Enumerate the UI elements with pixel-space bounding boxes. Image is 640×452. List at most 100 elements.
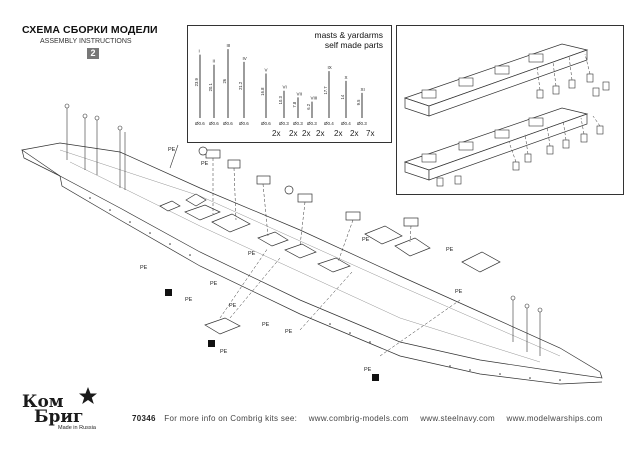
step-number-badge: 2 xyxy=(87,48,99,59)
porthole-row xyxy=(89,197,561,381)
mast-numeral: X xyxy=(345,75,348,80)
mast-length-label: 10.3 xyxy=(278,96,283,105)
mast-diameter-label: Ø0.3 xyxy=(293,121,303,126)
deckhouse-detail-drawing xyxy=(403,43,610,187)
assembly-leader-lines xyxy=(212,158,461,357)
deckhouse-detail-panel xyxy=(396,25,624,195)
footer-link[interactable]: www.steelnavy.com xyxy=(420,414,495,423)
aft-deckhouse-2 xyxy=(394,237,431,257)
vent-part xyxy=(297,193,313,203)
title-russian: СХЕМА СБОРКИ МОДЕЛИ xyxy=(22,24,158,36)
mast-quantity-label: 2x xyxy=(272,129,280,138)
mast-pins xyxy=(66,108,541,356)
mast-ii: II 20.1Ø0.6 xyxy=(208,59,219,126)
funnel-base-2 xyxy=(284,243,317,259)
funnel-base-3 xyxy=(317,257,351,273)
detail-small-parts xyxy=(436,73,610,187)
footer-info-text: For more info on Combrig kits see: xyxy=(164,414,298,423)
mast-quantity-label: 2x xyxy=(302,129,310,138)
pe-label: PE xyxy=(220,349,228,355)
mast-length-label: 14 xyxy=(340,94,345,99)
mast-v: V 16.8Ø0.6 xyxy=(260,67,271,126)
mast-numeral: I xyxy=(199,49,200,54)
mast-numeral: V xyxy=(265,67,268,72)
mast-quantity-label: 2x xyxy=(289,129,297,138)
mast-diameter-label: Ø0.6 xyxy=(209,121,219,126)
mast-quantity-label: 2x xyxy=(350,129,358,138)
pe-label: PE xyxy=(364,367,372,373)
funnel-cap-2 xyxy=(227,159,241,169)
pe-label: PE xyxy=(285,329,293,335)
aft-gun-mount xyxy=(461,251,501,273)
bridge-deck xyxy=(211,213,251,233)
mast-numeral: II xyxy=(213,59,216,64)
mast-diameter-label: Ø0.6 xyxy=(223,121,233,126)
mast-quantity-label: 7x xyxy=(366,129,374,138)
mast-numeral: VII xyxy=(297,91,303,96)
mast-tops xyxy=(64,103,543,313)
pe-label: PE xyxy=(248,251,256,257)
boat-part xyxy=(185,193,207,207)
aft-deckhouse xyxy=(364,225,403,245)
mast-numeral: VIII xyxy=(311,96,318,101)
mast-length-label: 26 xyxy=(222,78,227,83)
pe-labels: PE PE PE PE PE PE PE PE PE PE PE PE PE P… xyxy=(140,147,463,373)
mast-diameter-label: Ø0.3 xyxy=(279,121,289,126)
pe-label: PE xyxy=(201,161,209,167)
pe-label: PE xyxy=(210,281,218,287)
funnel-cap-3 xyxy=(256,175,271,185)
mast-length-label: 20.1 xyxy=(208,83,213,92)
mast-numeral: IV xyxy=(243,56,247,61)
mast-diameter-label: Ø0.4 xyxy=(341,121,351,126)
pe-label: PE xyxy=(362,237,370,243)
forward-gun xyxy=(159,200,181,212)
masts-panel-title: masts & yardarms self made parts xyxy=(314,30,384,50)
mast-length-label: 9.5 xyxy=(356,99,361,105)
detached-platform xyxy=(204,317,241,335)
pe-label: PE xyxy=(168,147,176,153)
searchlight-2 xyxy=(284,185,294,195)
funnel-base-1 xyxy=(257,231,289,247)
deck-part-2 xyxy=(403,217,419,227)
mast-diameter-label: Ø0.3 xyxy=(307,121,317,126)
kit-code: 70346 xyxy=(132,414,156,423)
detail-leader-lines xyxy=(508,53,601,163)
funnel-cap-1 xyxy=(205,149,221,159)
title-english: ASSEMBLY INSTRUCTIONS xyxy=(40,38,132,45)
mast-quantity-label: 2x xyxy=(334,129,342,138)
mast-length-label: 21.2 xyxy=(238,81,243,90)
combrig-logo: Ком Бриг Made in Russia xyxy=(18,387,108,434)
deck-part-1 xyxy=(345,211,361,221)
mast-numeral: XI xyxy=(361,87,365,92)
superstructure-parts xyxy=(159,146,501,335)
deckhouse-mounts xyxy=(421,53,544,163)
mast-diameter-label: Ø0.6 xyxy=(261,121,271,126)
mast-i: I23.9Ø0.6 xyxy=(194,49,205,126)
mast-diameter-label: Ø0.3 xyxy=(357,121,367,126)
mast-length-label: 17.7 xyxy=(323,86,328,95)
deckhouse-side xyxy=(428,49,588,117)
hull-outline xyxy=(21,142,603,385)
pe-label: PE xyxy=(185,297,193,303)
mast-numeral: VI xyxy=(283,85,287,90)
pe-label: PE xyxy=(262,322,270,328)
searchlight-1 xyxy=(198,146,208,156)
mast-length-label: 23.9 xyxy=(194,78,199,87)
star-icon xyxy=(79,387,97,404)
footer-link[interactable]: www.modelwarships.com xyxy=(506,414,603,423)
pe-label: PE xyxy=(446,247,454,253)
mast-length-label: 16.8 xyxy=(260,87,265,96)
mast-numeral: IX xyxy=(328,65,332,70)
footer-link[interactable]: www.combrig-models.com xyxy=(308,414,409,423)
bridge-block xyxy=(184,204,221,221)
footer-info: 70346 For more info on Combrig kits see:… xyxy=(132,414,612,423)
pe-label: PE xyxy=(140,265,148,271)
